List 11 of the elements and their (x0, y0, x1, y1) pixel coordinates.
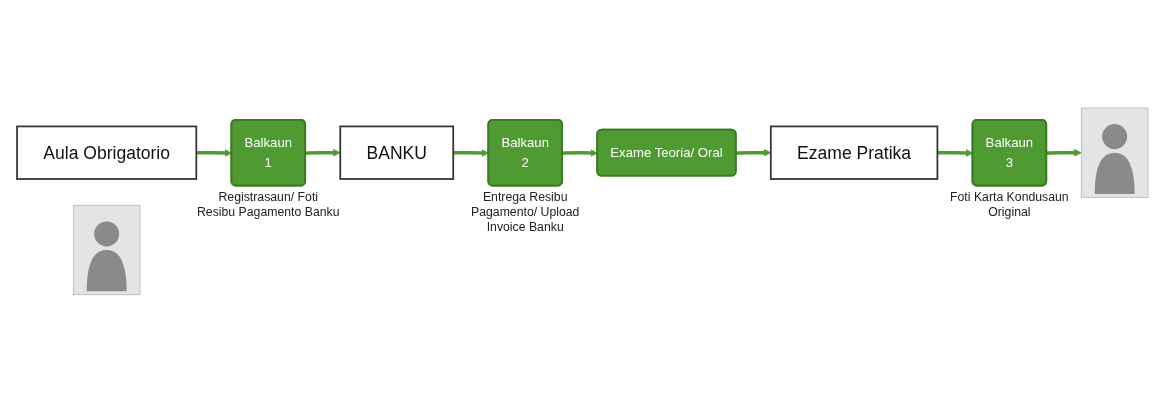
node-label: Foti Karta Kondusaun Original (950, 190, 1069, 219)
arrow (562, 148, 598, 157)
node-box: BANKU (339, 125, 455, 180)
node-label: Entrega Resibu Pagamento/ Upload Invoice Banku (470, 190, 580, 234)
arrow (305, 148, 341, 157)
node-box: Aula Obrigatorio (16, 125, 198, 180)
node-picture (1080, 107, 1149, 198)
arrow (1046, 148, 1082, 157)
node-label: Registrasaun/ Foti Resibu Pagamento Banku (197, 190, 340, 219)
node-box: Ezame Pratika (769, 125, 939, 180)
node-picture (72, 204, 141, 295)
